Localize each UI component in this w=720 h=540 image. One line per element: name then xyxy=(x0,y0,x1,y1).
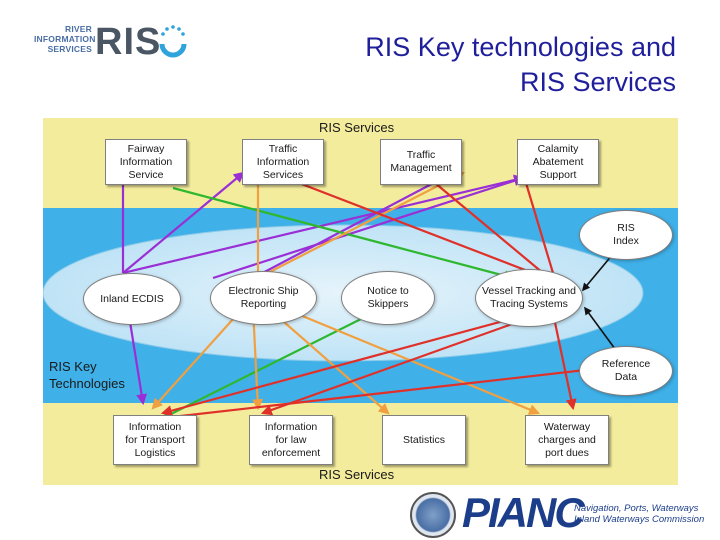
pianc-logo: PIANC Navigation, Ports, Waterways Inlan… xyxy=(404,489,714,538)
tech-inland-ecdis: Inland ECDIS xyxy=(83,273,181,325)
pianc-wordmark: PIANC xyxy=(462,489,585,536)
stars-circle-icon xyxy=(159,25,187,58)
service-box-statistics: Statistics xyxy=(382,415,466,465)
ris-diagram: RIS Services RIS Services RIS Key Techno… xyxy=(43,118,678,485)
pianc-tagline: Navigation, Ports, Waterways Inland Wate… xyxy=(574,503,705,525)
bottom-band-label: RIS Services xyxy=(319,467,395,482)
ris-logo: RIVER INFORMATION SERVICES RIS xyxy=(34,20,194,68)
seal-icon xyxy=(410,492,456,538)
logo-mark: RIS xyxy=(95,21,162,63)
page-title: RIS Key technologies and RIS Services xyxy=(365,32,676,97)
top-band-label: RIS Services xyxy=(319,120,395,135)
key-technologies-label: RIS Key Technologies xyxy=(49,359,125,391)
logo-text: RIVER INFORMATION SERVICES xyxy=(34,24,96,54)
